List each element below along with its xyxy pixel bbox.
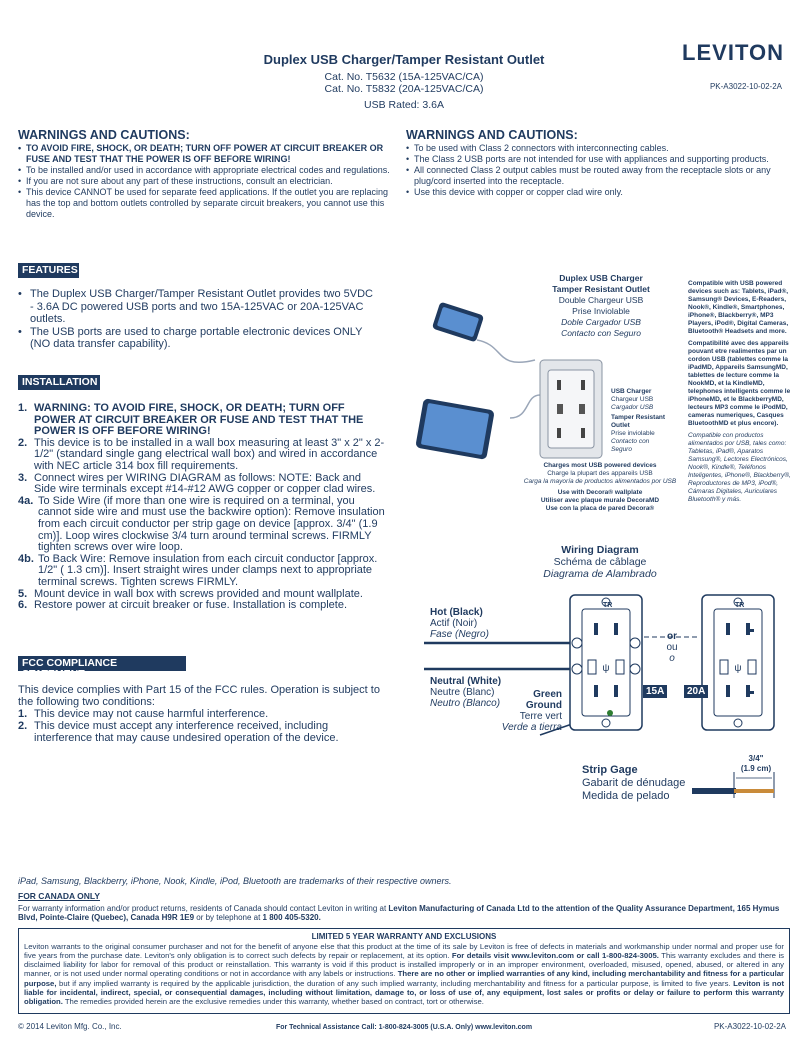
outlet-device-icon — [539, 359, 603, 459]
hot-wire-label: Hot (Black) Actif (Noir) Fase (Negro) — [430, 607, 489, 640]
compatibility-info: Compatible with USB powered devices such… — [688, 280, 791, 503]
strip-length-label: 3/4" (1.9 cm) — [740, 754, 772, 773]
warning-item: The Class 2 USB ports are not intended f… — [406, 154, 786, 165]
warranty-box: LIMITED 5 YEAR WARRANTY AND EXCLUSIONS L… — [18, 928, 790, 1014]
install-step: 1.WARNING: TO AVOID FIRE, SHOCK, OR DEAT… — [18, 402, 364, 438]
warning-item: TO AVOID FIRE, SHOCK, OR DEATH; TURN OFF… — [18, 143, 396, 165]
warning-item: To be used with Class 2 connectors with … — [406, 143, 786, 154]
catalog-number-15a: Cat. No. T5632 (15A-125VAC/CA) — [324, 71, 484, 83]
warning-item: If you are not sure about any part of th… — [18, 176, 396, 187]
installation-steps: 1.WARNING: TO AVOID FIRE, SHOCK, OR DEAT… — [18, 402, 386, 612]
product-illustration — [415, 302, 603, 460]
fcc-section: This device complies with Part 15 of the… — [18, 684, 386, 744]
features-heading: FEATURES — [18, 263, 79, 278]
fcc-intro: This device complies with Part 15 of the… — [18, 684, 380, 708]
warning-item: All connected Class 2 output cables must… — [406, 165, 786, 187]
install-step: 6.Restore power at circuit breaker or fu… — [18, 599, 348, 612]
strip-gage-label: Strip Gage Gabarit de dénudage Medida de… — [582, 764, 686, 802]
trademarks-note: iPad, Samsung, Blackberry, iPhone, Nook,… — [18, 876, 452, 886]
install-step: 4a.To Side Wire (if more than one wire i… — [18, 494, 385, 554]
neutral-wire-label: Neutral (White) Neutre (Blanc) Neutro (B… — [430, 676, 502, 709]
tamper-resistant-label: Tamper Resistant Outlet Prise inviolable… — [611, 414, 666, 453]
wiring-diagram: ψ ψ — [424, 594, 775, 736]
fcc-heading: FCC COMPLIANCE STATEMENT — [18, 656, 186, 680]
tech-assistance: For Technical Assistance Call: 1-800-824… — [275, 1024, 533, 1031]
warranty-heading: LIMITED 5 YEAR WARRANTY AND EXCLUSIONS — [311, 932, 497, 941]
catalog-number-20a: Cat. No. T5832 (20A-125VAC/CA) — [324, 83, 484, 95]
usb-rating: USB Rated: 3.6A — [364, 99, 444, 111]
tr-mark-15a: TR — [603, 602, 613, 609]
fcc-item: 1.This device may not cause harmful inte… — [18, 708, 269, 720]
document-code-top: PK-A3022-10-02-2A — [709, 82, 782, 91]
smartphone-icon — [432, 302, 484, 342]
install-step: 2.This device is to be installed in a wa… — [18, 436, 385, 472]
svg-text:ψ: ψ — [602, 663, 609, 674]
install-step: 5.Mount device in wall box with screws p… — [18, 587, 363, 600]
badge-20a: 20A — [684, 685, 709, 698]
fcc-item: 2.This device must accept any interferen… — [18, 720, 339, 744]
warning-item: To be installed and/or used in accordanc… — [18, 165, 396, 176]
install-step: 4b.To Back Wire: Remove insulation from … — [18, 552, 378, 588]
features-list: The Duplex USB Charger/Tamper Resistant … — [18, 288, 378, 351]
charges-info: Charges most USB powered devices Charge … — [523, 462, 677, 512]
warranty-text: Leviton warrants to the original consume… — [24, 941, 785, 1007]
warning-item: Use this device with copper or copper cl… — [406, 187, 786, 198]
outlet-20a-icon: ψ — [701, 594, 775, 731]
leviton-logo: LEVITON — [682, 40, 784, 65]
figure-title: Duplex USB Charger Tamper Resistant Outl… — [552, 273, 650, 338]
usb-charger-label: USB Charger Chargeur USB Cargador USB — [611, 388, 654, 411]
badge-15a: 15A — [643, 685, 668, 698]
page-title: Duplex USB Charger/Tamper Resistant Outl… — [263, 52, 545, 67]
warnings-left-section: WARNINGS AND CAUTIONS: TO AVOID FIRE, SH… — [18, 128, 396, 220]
installation-heading: INSTALLATION — [18, 375, 100, 390]
warnings-right-heading: WARNINGS AND CAUTIONS: — [406, 128, 578, 142]
feature-item: The Duplex USB Charger/Tamper Resistant … — [18, 288, 378, 326]
or-label: or ou o — [666, 631, 678, 664]
warnings-right-section: WARNINGS AND CAUTIONS: To be used with C… — [406, 128, 786, 198]
outlet-15a-icon: ψ — [569, 594, 643, 731]
canada-heading: FOR CANADA ONLY — [18, 891, 101, 901]
warnings-left-heading: WARNINGS AND CAUTIONS: — [18, 128, 190, 142]
canada-text: For warranty information and/or product … — [18, 903, 780, 923]
install-step: 3.Connect wires per WIRING DIAGRAM as fo… — [18, 471, 376, 496]
ground-wire-label: Green Ground Terre vert Verde a tierra — [501, 689, 562, 733]
copyright: © 2014 Leviton Mfg. Co., Inc. — [18, 1022, 122, 1031]
tr-mark-20a: TR — [735, 602, 745, 609]
feature-item: The USB ports are used to charge portabl… — [18, 326, 378, 351]
document-code-bottom: PK-A3022-10-02-2A — [713, 1022, 786, 1031]
tablet-icon — [415, 398, 495, 460]
strip-gage-bar — [692, 772, 775, 798]
svg-text:ψ: ψ — [734, 663, 741, 674]
wiring-diagram-title: Wiring Diagram Schéma de câblage Diagram… — [543, 544, 657, 580]
warning-item: This device CANNOT be used for separate … — [18, 187, 396, 220]
canada-section: FOR CANADA ONLY For warranty information… — [18, 891, 790, 923]
